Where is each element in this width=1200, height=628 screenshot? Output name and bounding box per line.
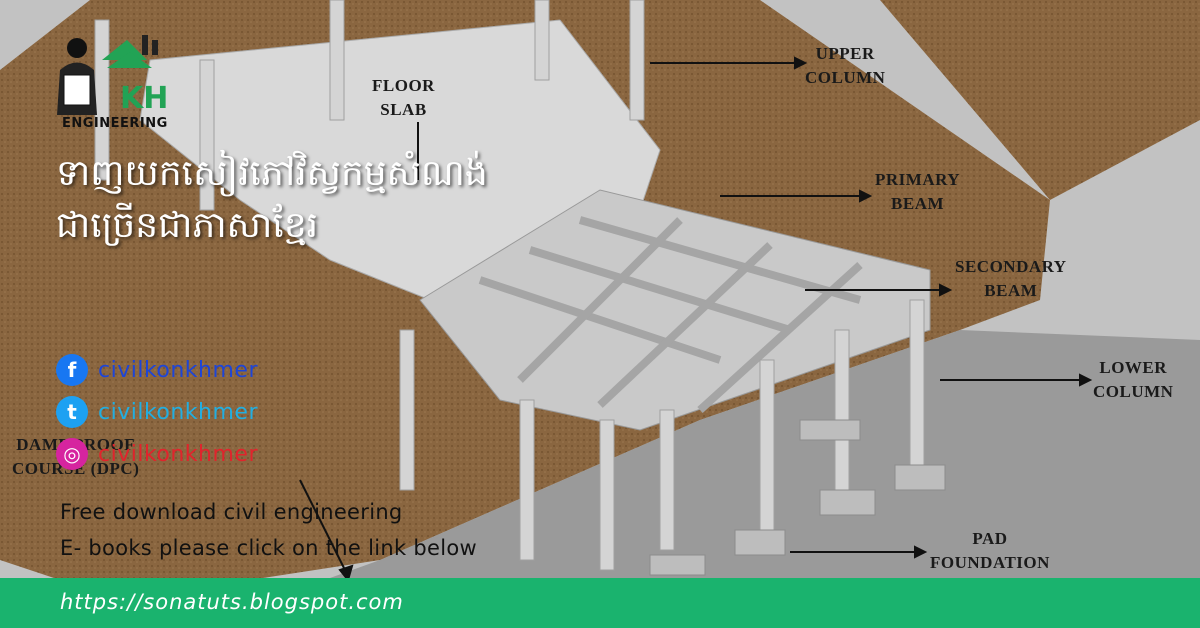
footer-bar: https://sonatuts.blogspot.com xyxy=(0,578,1200,628)
instagram-handle[interactable]: civilkonkhmer xyxy=(98,441,259,467)
social-twitter[interactable]: t civilkonkhmer xyxy=(56,394,258,430)
social-instagram[interactable]: ◎ civilkonkhmer xyxy=(56,436,258,472)
logo-letters: KH xyxy=(120,81,168,116)
twitter-handle[interactable]: civilkonkhmer xyxy=(98,399,259,425)
blog-url-link[interactable]: https://sonatuts.blogspot.com xyxy=(60,590,404,614)
logo-text: ENGINEERING xyxy=(62,116,168,131)
promo-line-1: Free download civil engineering xyxy=(60,500,403,524)
social-facebook[interactable]: f civilkonkhmer xyxy=(56,352,258,388)
facebook-icon: f xyxy=(56,354,88,386)
twitter-icon: t xyxy=(56,396,88,428)
headline-line-1: ទាញយកសៀវភៅវិស្វកម្មសំណង់ xyxy=(56,153,488,194)
facebook-handle[interactable]: civilkonkhmer xyxy=(98,357,259,383)
beam-grid xyxy=(419,189,931,431)
headline-line-2: ជាច្រើនជាភាសាខ្មែរ xyxy=(56,205,319,246)
promo-line-2: E- books please click on the link below xyxy=(60,536,478,560)
kh-engineering-logo: KH xyxy=(57,35,168,116)
instagram-icon: ◎ xyxy=(56,438,88,470)
